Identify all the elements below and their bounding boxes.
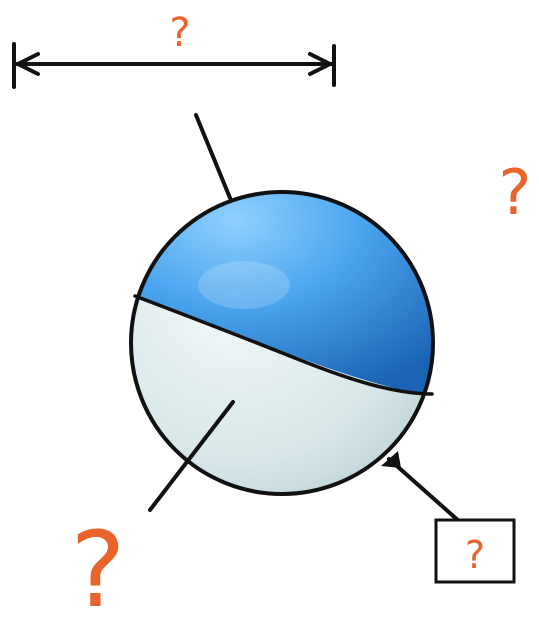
box-leader-line [387, 457, 462, 524]
box-leader-arrowhead [381, 451, 401, 468]
sphere [129, 190, 435, 496]
width-dimension-arrow [12, 42, 336, 89]
top-question-label: ? [169, 10, 190, 56]
sphere-upper-region [131, 192, 433, 400]
dividing-line [133, 294, 434, 396]
bottom-left-question-label: ? [70, 509, 125, 625]
lower-leader-line [148, 400, 235, 512]
upper-leader-line [194, 113, 232, 200]
question-box [434, 518, 516, 584]
boxed-question-label: ? [465, 533, 485, 577]
sphere-outline [129, 190, 435, 496]
right-question-label: ? [499, 156, 532, 229]
